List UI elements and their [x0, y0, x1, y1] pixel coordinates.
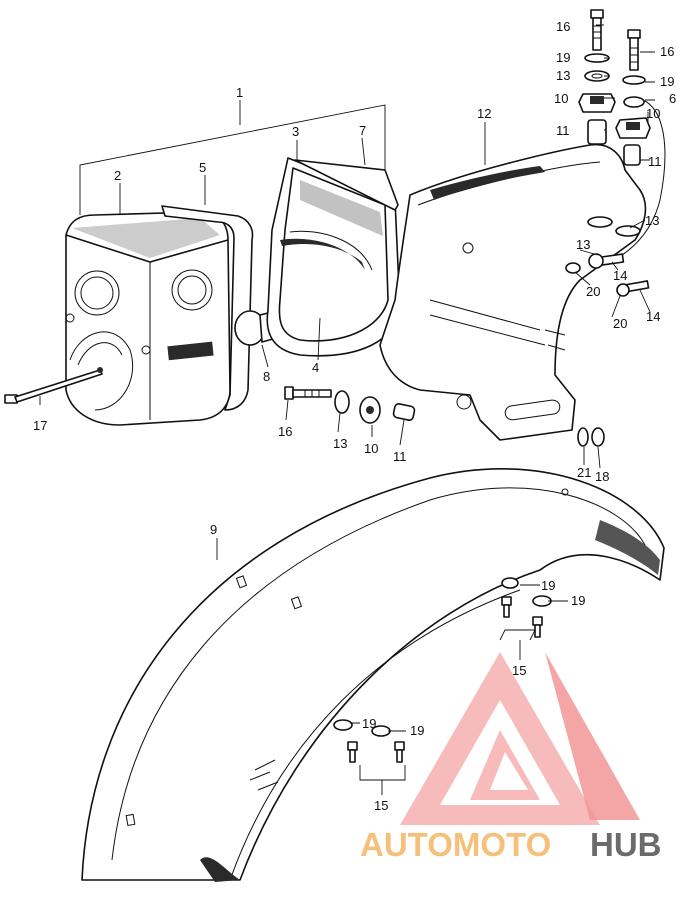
- callout-8: 8: [263, 369, 270, 384]
- callout-13-middle: 13: [333, 436, 347, 451]
- callout-10-right: 10: [646, 106, 660, 121]
- callout-13-left: 13: [576, 237, 590, 252]
- callout-15-upper: 15: [512, 663, 526, 678]
- callout-20-lower: 20: [613, 316, 627, 331]
- watermark-text-hub: HUB: [590, 826, 662, 863]
- callout-11-top: 11: [556, 123, 570, 138]
- callout-10-middle: 10: [364, 441, 378, 456]
- taillight-bracket: [379, 143, 647, 441]
- callout-7: 7: [359, 123, 366, 138]
- leader-lines: [39, 24, 655, 795]
- callout-13-top: 13: [556, 68, 570, 83]
- callout-12: 12: [477, 106, 491, 121]
- callout-labels: 1 2 3 4 5 6 7 8 9 10 10 10 11 11 11 12 1…: [33, 19, 676, 813]
- watermark-logo: [400, 652, 640, 825]
- callout-6: 6: [669, 91, 676, 106]
- callout-19-fender-d: 19: [410, 723, 424, 738]
- lens-gasket: [161, 205, 254, 411]
- fastener-fender: [333, 577, 552, 763]
- callout-16-top-left: 16: [556, 19, 570, 34]
- callout-19-fender-b: 19: [571, 593, 585, 608]
- callout-14-upper: 14: [613, 268, 627, 283]
- rear-fender: [81, 468, 665, 882]
- callout-4: 4: [312, 360, 319, 375]
- fastener-row-middle: [4, 367, 605, 447]
- callout-11-right: 11: [648, 154, 662, 169]
- callout-10-top: 10: [554, 91, 568, 106]
- callout-16-top-right: 16: [660, 44, 674, 59]
- callout-2: 2: [114, 168, 121, 183]
- callout-11-middle: 11: [393, 449, 407, 464]
- callout-19-fender-c: 19: [362, 716, 376, 731]
- callout-20-upper: 20: [586, 284, 600, 299]
- callout-19-top-right: 19: [660, 74, 674, 89]
- watermark-text: AUTOMOTO HUB: [360, 826, 662, 863]
- callout-13-right: 13: [645, 213, 659, 228]
- watermark-text-automoto: AUTOMOTO: [360, 826, 551, 863]
- callout-3: 3: [292, 124, 299, 139]
- callout-15-lower: 15: [374, 798, 388, 813]
- callout-16-middle: 16: [278, 424, 292, 439]
- callout-14-lower: 14: [646, 309, 660, 324]
- callout-17: 17: [33, 418, 47, 433]
- callout-19-top-left: 19: [556, 50, 570, 65]
- callout-5: 5: [199, 160, 206, 175]
- callout-19-fender-a: 19: [541, 578, 555, 593]
- callout-1: 1: [236, 85, 243, 100]
- taillight-housing: [266, 157, 401, 357]
- callout-9: 9: [210, 522, 217, 537]
- taillight-lens: [65, 211, 231, 426]
- callout-18: 18: [595, 469, 609, 484]
- callout-21: 21: [577, 465, 591, 480]
- fastener-stack: [565, 9, 666, 297]
